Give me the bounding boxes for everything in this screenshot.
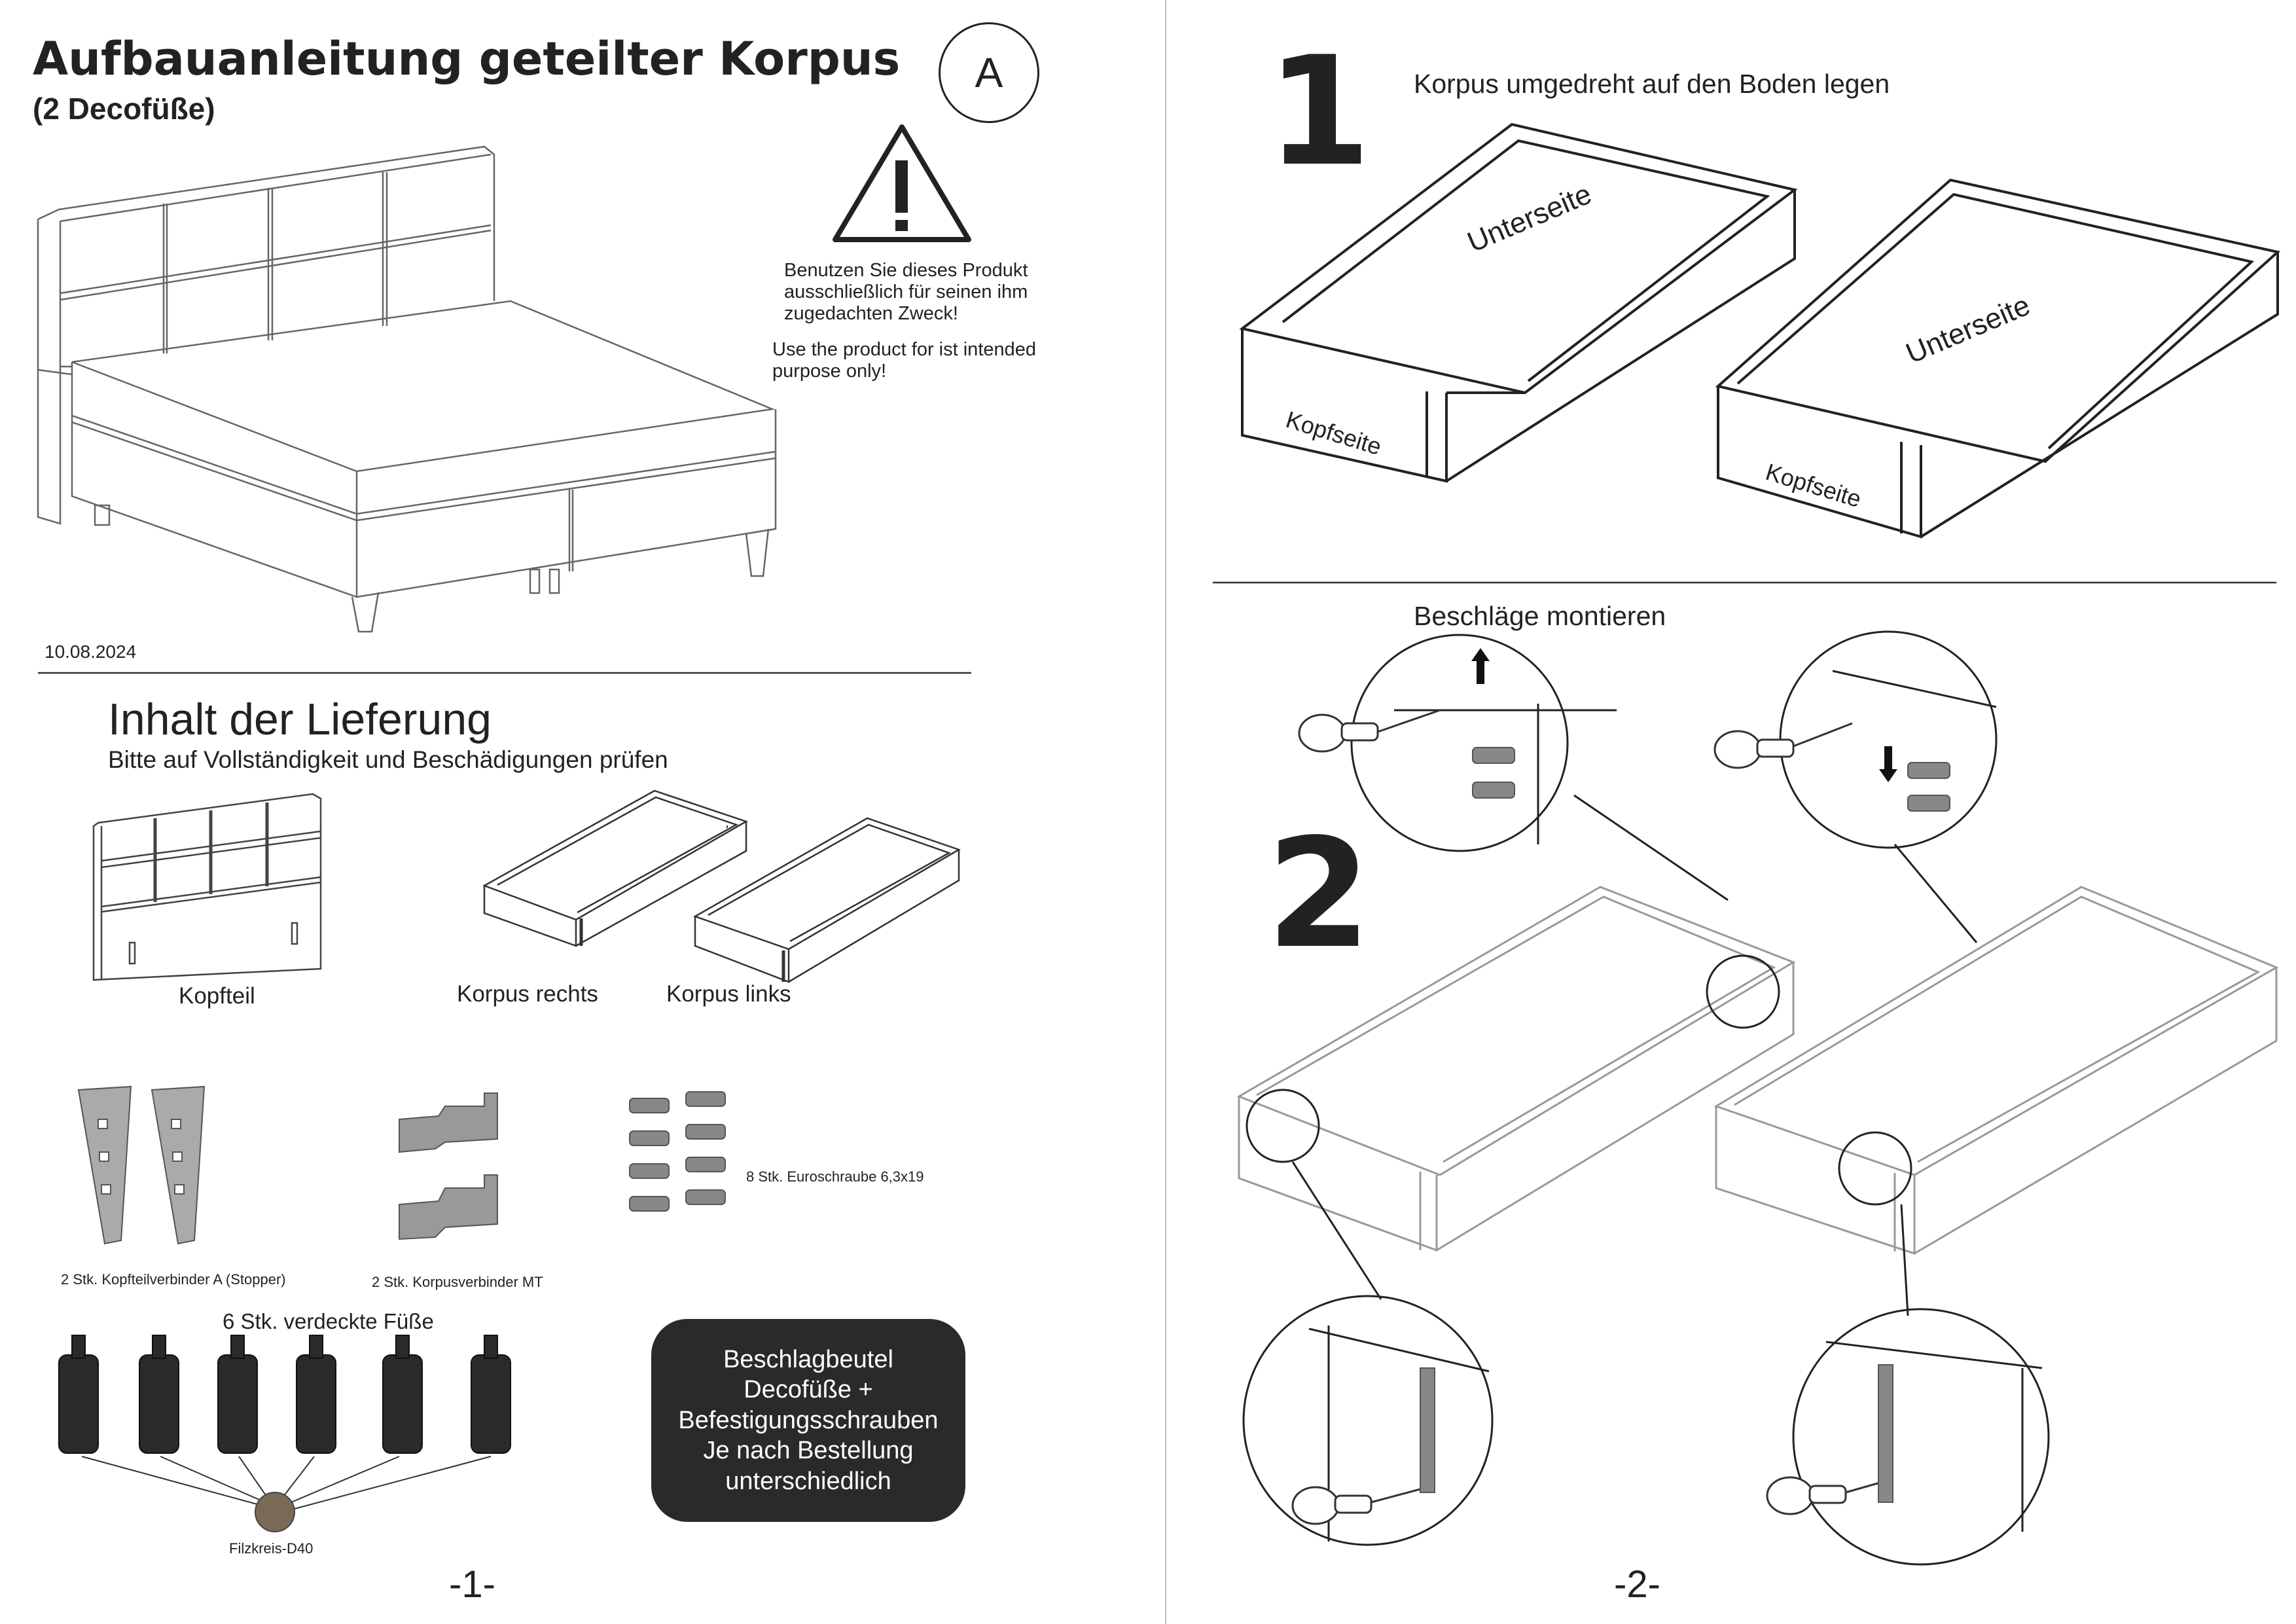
notice-line-5: unterschiedlich <box>725 1467 891 1495</box>
detail-circle-bottom-right <box>1792 1131 2050 1566</box>
warning-en-line-2: purpose only! <box>772 361 887 382</box>
base-connector-illustration <box>399 1092 498 1240</box>
item-label-base-left: Korpus links <box>666 981 791 1007</box>
detail-circle-top-left <box>1350 634 1780 1029</box>
notice-line-3: Befestigungsschrauben <box>678 1406 939 1434</box>
warning-de-line-1: Benutzen Sie dieses Produkt <box>784 260 1028 281</box>
screw-icon-group <box>629 1091 726 1212</box>
item-label-screws: 8 Stk. Euroschraube 6,3x19 <box>746 1168 924 1185</box>
item-label-base-right: Korpus rechts <box>457 981 598 1007</box>
item-label-felt: Filzkreis-D40 <box>229 1540 314 1557</box>
notice-line-2: Decofüße + <box>744 1376 873 1404</box>
screw-detail-group <box>1420 747 1950 1503</box>
delivery-subtitle: Bitte auf Vollständigkeit und Beschädigu… <box>108 746 668 773</box>
page-subtitle: (2 Decofüße) <box>33 92 215 126</box>
headboard-illustration <box>92 793 322 981</box>
base-right-illustration <box>482 789 749 947</box>
delivery-title: Inhalt der Lieferung <box>108 695 492 744</box>
warning-de-line-3: zugedachten Zweck! <box>784 303 958 324</box>
document-date: 10.08.2024 <box>45 641 137 662</box>
item-label-headboard-connector: 2 Stk. Kopfteilverbinder A (Stopper) <box>61 1271 286 1288</box>
warning-en-line-1: Use the product for ist intended <box>772 339 1037 360</box>
up-arrow-icon <box>1471 648 1490 684</box>
notice-line-1: Beschlagbeutel <box>723 1346 893 1374</box>
felt-lines <box>81 1456 492 1509</box>
step-1-number: 1 <box>1266 25 1372 200</box>
step1-base-2 <box>1715 178 2281 539</box>
page-number-1: -1- <box>449 1563 495 1606</box>
step-2-text: Beschläge montieren <box>1414 601 1666 631</box>
step-1-text: Korpus umgedreht auf den Boden legen <box>1414 69 1890 99</box>
item-label-base-connector: 2 Stk. Korpusverbinder MT <box>372 1274 543 1290</box>
detail-circle-bottom-left <box>1242 1089 1494 1546</box>
page-number-2: -2- <box>1614 1563 1660 1606</box>
item-label-feet: 6 Stk. verdeckte Füße <box>223 1309 434 1333</box>
felt-pad-icon <box>255 1492 295 1532</box>
page-title: Aufbauanleitung geteilter Korpus <box>33 32 901 86</box>
detail-circle-top-right <box>1779 630 1998 943</box>
bed-illustration <box>37 145 777 633</box>
notice-box: Beschlagbeutel Decofüße + Befestigungssc… <box>651 1319 965 1522</box>
step2-base-1 <box>1236 886 1796 1252</box>
step1-base-1 <box>1239 122 1798 483</box>
step2-base-2 <box>1713 886 2279 1255</box>
warning-de-line-2: ausschließlich für seinen ihm <box>784 281 1028 302</box>
item-label-headboard: Kopfteil <box>179 983 255 1009</box>
headboard-connector-illustration <box>77 1085 206 1245</box>
base-left-illustration <box>692 817 961 983</box>
feet-illustration <box>58 1335 511 1454</box>
step-2-number: 2 <box>1266 807 1372 982</box>
warning-triangle-icon <box>833 124 971 242</box>
version-badge: A <box>939 22 1039 123</box>
screwdriver-icon <box>1291 709 1892 1525</box>
notice-line-4: Je nach Bestellung <box>703 1437 914 1465</box>
down-arrow-icon <box>1879 746 1897 782</box>
